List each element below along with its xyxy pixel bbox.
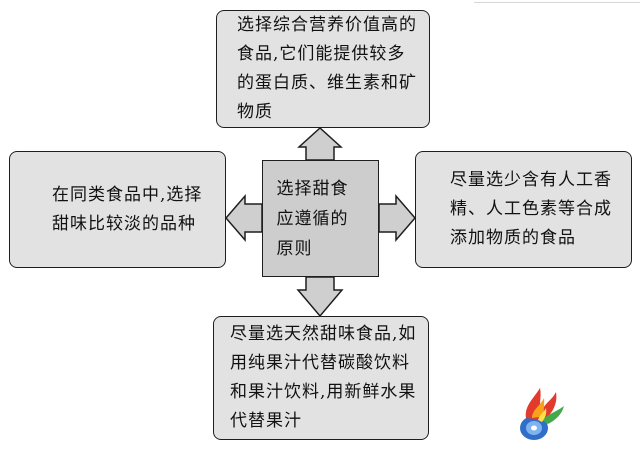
box-center: 选择甜食应遵循的原则 — [262, 160, 379, 277]
box-top-text: 选择综合营养价值高的食品,它们能提供较多的蛋白质、维生素和矿物质 — [237, 15, 417, 122]
arrow-up — [297, 126, 343, 161]
box-right: 尽量选少含有人工香精、人工色素等合成添加物质的食品 — [415, 151, 632, 268]
box-bottom-text: 尽量选天然甜味食品,如用纯果汁代替碳酸饮料和果汁饮料,用新鲜水果代替果汁 — [230, 324, 417, 431]
flame-disc-logo-icon — [520, 388, 564, 440]
arrow-down — [296, 276, 344, 318]
box-left: 在同类食品中,选择甜味比较淡的品种 — [9, 151, 226, 268]
box-right-text: 尽量选少含有人工香精、人工色素等合成添加物质的食品 — [450, 170, 612, 248]
box-top: 选择综合营养价值高的食品,它们能提供较多的蛋白质、维生素和矿物质 — [216, 10, 430, 128]
arrow-left — [225, 193, 263, 243]
box-bottom: 尽量选天然甜味食品,如用纯果汁代替碳酸饮料和果汁饮料,用新鲜水果代替果汁 — [213, 316, 429, 440]
decorative-top-line — [474, 2, 640, 3]
box-center-text: 选择甜食应遵循的原则 — [276, 178, 349, 259]
box-left-text: 在同类食品中,选择甜味比较淡的品种 — [52, 184, 203, 234]
arrow-right — [378, 193, 416, 243]
